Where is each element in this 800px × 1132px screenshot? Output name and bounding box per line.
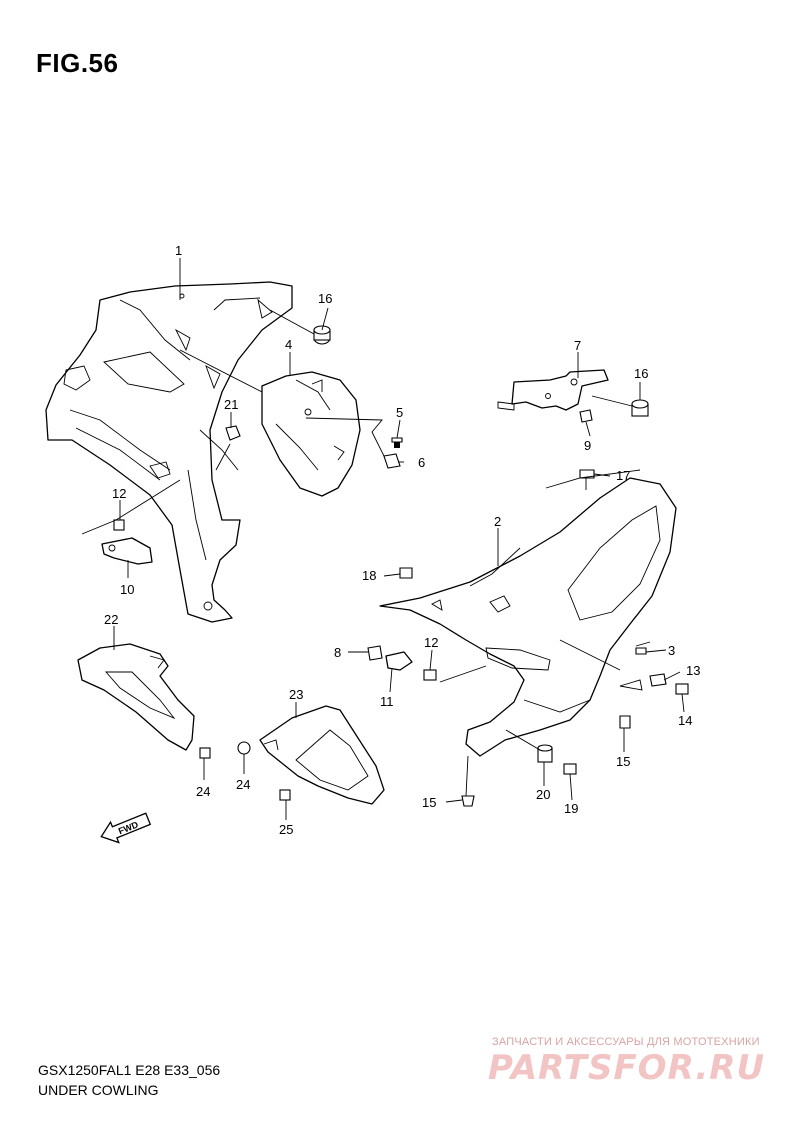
part-25-screw[interactable]	[279, 789, 291, 801]
part-24a-screw[interactable]	[199, 747, 211, 759]
part-14-screw[interactable]	[675, 683, 689, 695]
part-8-clip[interactable]	[367, 645, 383, 661]
part-12b-screw[interactable]	[423, 669, 437, 681]
callout-16b: 16	[634, 366, 648, 381]
callout-18: 18	[362, 568, 376, 583]
part-11-bracket[interactable]	[385, 651, 413, 671]
callout-4: 4	[285, 337, 292, 352]
callout-12a: 12	[112, 486, 126, 501]
callout-16a: 16	[318, 291, 332, 306]
callout-12b: 12	[424, 635, 438, 650]
callout-19: 19	[564, 801, 578, 816]
callout-7: 7	[574, 338, 581, 353]
forward-direction-arrow: FWD	[100, 812, 152, 844]
callout-9: 9	[584, 438, 591, 453]
part-15a-clip[interactable]	[619, 715, 631, 729]
callout-2: 2	[494, 514, 501, 529]
part-2-right-under-cowling[interactable]	[379, 477, 677, 757]
callout-20: 20	[536, 787, 550, 802]
part-3-clip[interactable]	[635, 647, 647, 655]
callout-24b: 24	[236, 777, 250, 792]
part-21-clip[interactable]	[225, 425, 241, 441]
callout-23: 23	[289, 687, 303, 702]
watermark-logo: PARTSFOR.RU	[488, 1048, 766, 1088]
callout-15b: 15	[422, 795, 436, 810]
part-5-screw[interactable]	[391, 437, 403, 448]
part-24b-nut[interactable]	[237, 741, 251, 755]
model-code: GSX1250FAL1 E28 E33_056	[38, 1062, 221, 1078]
callout-25: 25	[279, 822, 293, 837]
part-6-nut[interactable]	[383, 453, 401, 469]
callout-14: 14	[678, 713, 692, 728]
callout-6: 6	[418, 455, 425, 470]
part-17-screw[interactable]	[579, 469, 595, 490]
watermark-caption: ЗАПЧАСТИ И АКСЕССУАРЫ ДЛЯ МОТОТЕХНИКИ	[492, 1036, 760, 1048]
callout-24a: 24	[196, 784, 210, 799]
callout-3: 3	[668, 643, 675, 658]
part-1-left-under-cowling[interactable]	[45, 281, 293, 623]
callout-5: 5	[396, 405, 403, 420]
part-23-side-cover[interactable]	[259, 705, 385, 805]
part-18-screw[interactable]	[399, 567, 413, 579]
part-7-bracket[interactable]	[497, 369, 609, 411]
callout-11: 11	[380, 694, 394, 709]
callout-17: 17	[616, 468, 630, 483]
callout-22: 22	[104, 612, 118, 627]
part-20-grommet[interactable]	[537, 744, 553, 763]
figure-title: FIG.56	[36, 48, 119, 78]
leader-lines	[81, 258, 685, 820]
callout-21: 21	[224, 397, 238, 412]
part-19-screw[interactable]	[563, 763, 577, 775]
part-13-nut[interactable]	[649, 673, 667, 687]
callout-labels: 1 2 3 4 5 6 7 8 9 10 11 12 12 13 14 15 1…	[104, 243, 700, 837]
callout-1: 1	[175, 243, 182, 258]
callout-15a: 15	[616, 754, 630, 769]
section-name: UNDER COWLING	[38, 1082, 159, 1098]
part-9-screw[interactable]	[579, 409, 593, 423]
callout-8: 8	[334, 645, 341, 660]
callout-13: 13	[686, 663, 700, 678]
part-22-side-cover[interactable]	[77, 643, 195, 751]
part-12a-screw[interactable]	[113, 519, 125, 531]
part-4-inner-panel[interactable]	[261, 371, 361, 497]
part-15b-clip[interactable]	[461, 795, 475, 807]
callout-10: 10	[120, 582, 134, 597]
part-10-bracket[interactable]	[101, 537, 153, 565]
part-16b-grommet[interactable]	[631, 399, 649, 417]
